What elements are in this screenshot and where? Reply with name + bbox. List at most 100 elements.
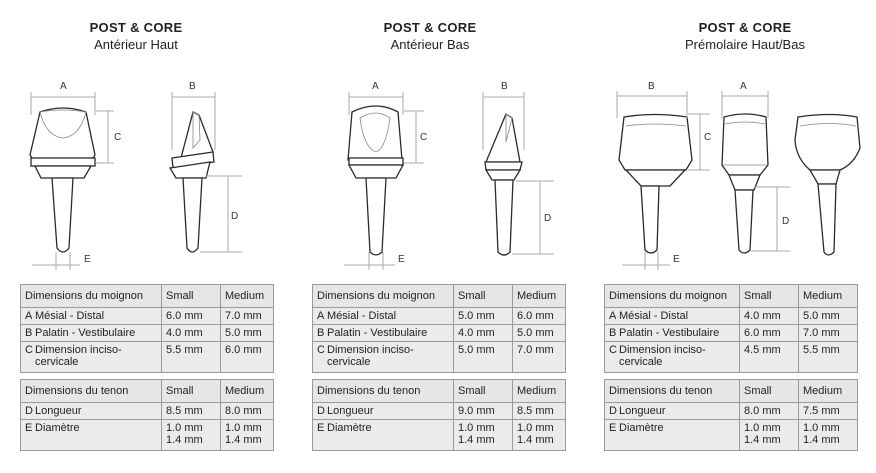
cell-small: 5.0 mm <box>453 307 513 325</box>
row-label: Dimension incisо-cervicale <box>327 344 414 368</box>
cell-medium: 5.5 mm <box>798 341 858 373</box>
row-label: Mésial - Distal <box>619 310 689 322</box>
cell-medium: 5.0 mm <box>512 324 566 342</box>
dimension-e: E <box>344 252 405 270</box>
dimension-b: B <box>616 81 688 118</box>
col-small: Small <box>161 379 221 403</box>
cell-small: 5.0 mm <box>453 341 513 373</box>
label-c: C <box>704 132 711 143</box>
dimension-a: A <box>721 81 769 118</box>
side-view-tooth <box>168 111 215 253</box>
panel-subtitle: Antérieur Bas <box>390 37 470 52</box>
cell-medium: 1.0 mm 1.4 mm <box>798 419 858 451</box>
row-letter: C <box>25 344 33 356</box>
row-letter: A <box>609 310 617 322</box>
col-medium: Medium <box>798 284 858 308</box>
row-label: Mésial - Distal <box>327 310 397 322</box>
row-letter: C <box>609 344 617 356</box>
anterieur-bas-diagram: A C E B <box>344 81 554 270</box>
table-header: Dimensions du tenon Small Medium <box>604 379 858 403</box>
label-a: A <box>740 81 747 92</box>
table-header: Dimensions du moignon Small Medium <box>20 284 274 308</box>
label-c: C <box>114 132 121 143</box>
dimension-e: E <box>622 252 680 270</box>
row-label: Palatin - Vestibulaire <box>327 327 428 339</box>
cell-medium: 6.0 mm <box>512 307 566 325</box>
dimension-e: E <box>32 252 91 270</box>
label-c: C <box>420 132 427 143</box>
label-a: A <box>60 81 67 92</box>
row-letter: A <box>317 310 325 322</box>
dimension-d: D <box>200 175 242 253</box>
front-view-tooth <box>347 105 405 256</box>
panel-title: POST & CORE <box>698 20 792 35</box>
front-view-tooth <box>29 107 96 253</box>
col-medium: Medium <box>220 379 274 403</box>
label-d: D <box>231 211 238 222</box>
cell-medium: 6.0 mm <box>220 341 274 373</box>
panel-subtitle: Antérieur Haut <box>94 37 178 52</box>
table-header: Dimensions du moignon Small Medium <box>312 284 566 308</box>
panel-title: POST & CORE <box>383 20 477 35</box>
cell-small: 4.5 mm <box>739 341 799 373</box>
angled-view-tooth <box>794 113 861 256</box>
col-medium: Medium <box>512 379 566 403</box>
cell-small: 1.0 mm 1.4 mm <box>453 419 513 451</box>
cell-small: 6.0 mm <box>739 324 799 342</box>
cell-medium: 1.0 mm 1.4 mm <box>512 419 566 451</box>
label-d: D <box>544 213 551 224</box>
table-header: Dimensions du moignon Small Medium <box>604 284 858 308</box>
label-b: B <box>648 81 655 92</box>
row-label: Diamètre <box>327 422 372 434</box>
row-letter: D <box>317 405 325 417</box>
row-letter: D <box>25 405 33 417</box>
row-label: Palatin - Vestibulaire <box>35 327 136 339</box>
front-view-tooth <box>618 113 693 254</box>
col-medium: Medium <box>512 284 566 308</box>
anterieur-haut-diagram: A C E B <box>29 81 242 270</box>
panel-title: POST & CORE <box>89 20 183 35</box>
row-letter: C <box>317 344 325 356</box>
row-label: Longueur <box>35 405 82 417</box>
row-letter: E <box>317 422 325 434</box>
col-small: Small <box>453 379 513 403</box>
col-dimension: Dimensions du moignon <box>20 284 162 308</box>
col-medium: Medium <box>798 379 858 403</box>
label-e: E <box>673 254 680 265</box>
col-dimension: Dimensions du moignon <box>312 284 454 308</box>
cell-medium: 7.0 mm <box>512 341 566 373</box>
row-letter: D <box>609 405 617 417</box>
label-b: B <box>501 81 508 92</box>
cell-medium: 8.5 mm <box>512 402 566 420</box>
row-label: Dimension incisо-cervicale <box>619 344 706 368</box>
cell-small: 9.0 mm <box>453 402 513 420</box>
cell-medium: 5.0 mm <box>798 307 858 325</box>
cell-small: 1.0 mm 1.4 mm <box>739 419 799 451</box>
side-view-tooth <box>721 113 769 254</box>
row-letter: E <box>25 422 33 434</box>
dimension-b: B <box>171 81 216 150</box>
row-label: Palatin - Vestibulaire <box>619 327 720 339</box>
dimension-a: A <box>30 81 96 115</box>
cell-medium: 7.5 mm <box>798 402 858 420</box>
dimension-c: C <box>404 110 427 164</box>
row-label: Diamètre <box>619 422 664 434</box>
col-small: Small <box>161 284 221 308</box>
cell-medium: 1.0 mm 1.4 mm <box>220 419 274 451</box>
row-letter: E <box>609 422 617 434</box>
col-dimension: Dimensions du tenon <box>604 379 740 403</box>
table-header: Dimensions du tenon Small Medium <box>312 379 566 403</box>
